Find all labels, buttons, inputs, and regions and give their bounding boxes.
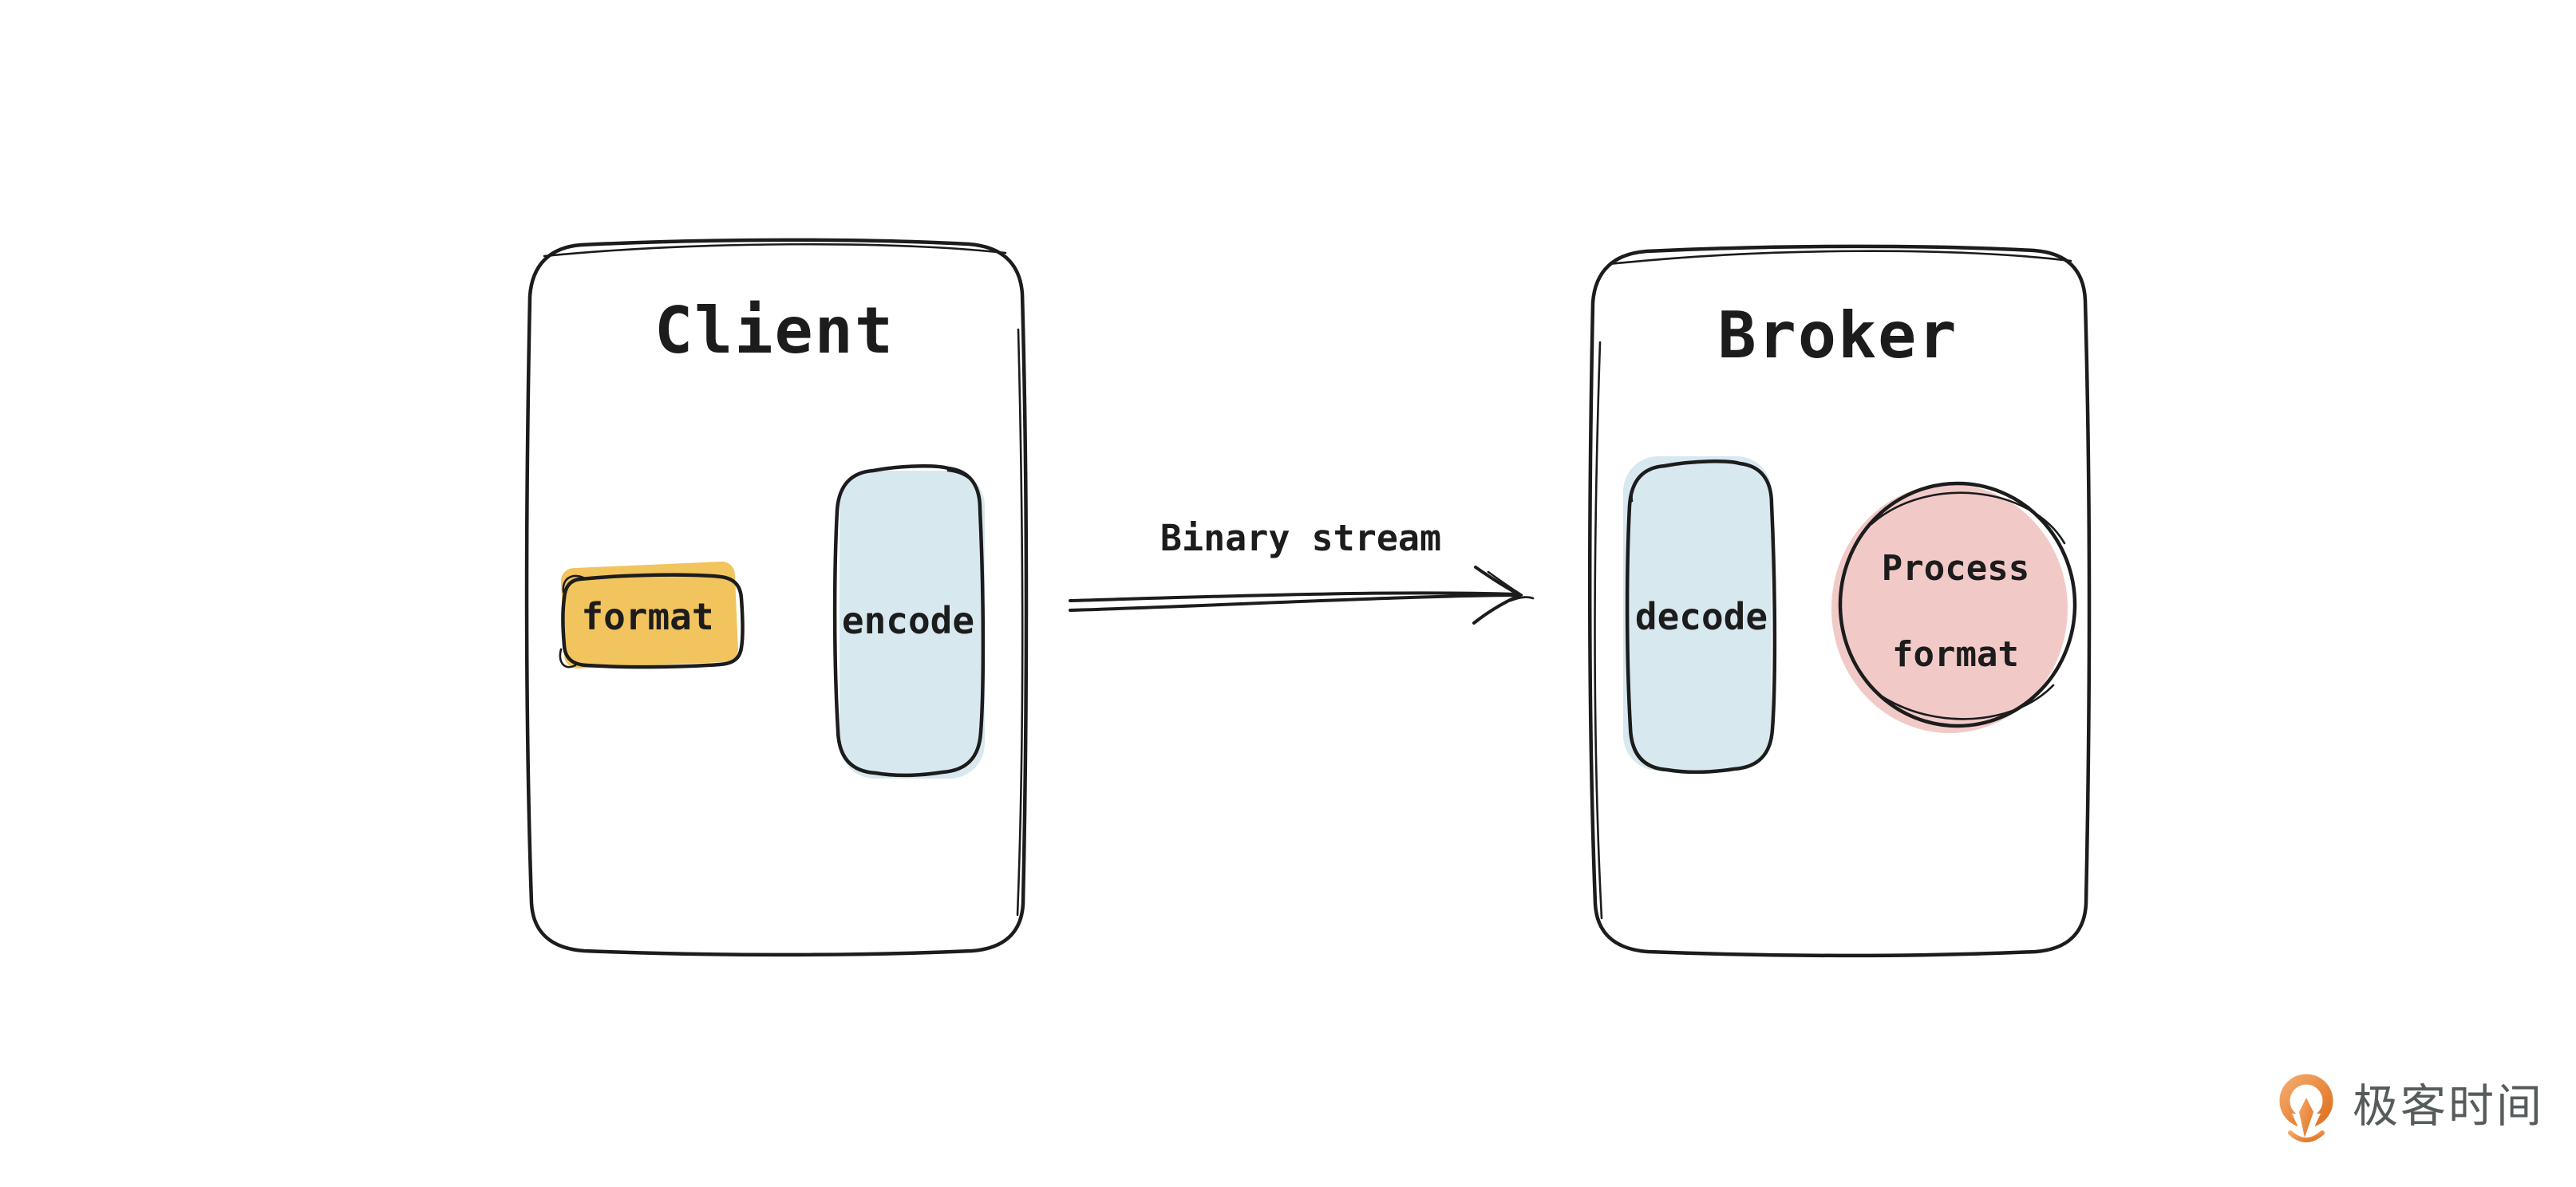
format-shape-outline	[559, 562, 745, 669]
decode-label: decode	[1634, 594, 1768, 638]
binary-stream-arrow	[1065, 562, 1536, 634]
process-format-line2: format	[1892, 634, 2019, 675]
client-box-outline	[524, 238, 1029, 957]
arrow-right-icon	[1069, 566, 1535, 625]
decode-shape-outline	[1623, 456, 1777, 775]
process-format-circle: Process format	[1830, 473, 2081, 736]
decode-shape: decode	[1622, 455, 1781, 778]
format-label: format	[581, 594, 714, 638]
binary-stream-label: Binary stream	[1160, 517, 1442, 559]
client-title: Client	[654, 294, 895, 368]
broker-title: Broker	[1717, 298, 1958, 373]
encode-label: encode	[841, 599, 975, 642]
geektime-logo: 极客时间	[2274, 1067, 2544, 1146]
client-box: Client	[517, 234, 1032, 961]
broker-box-outline	[1587, 244, 2092, 958]
geektime-logo-text: 极客时间	[2353, 1080, 2544, 1132]
format-shape: format	[550, 562, 745, 671]
broker-box: Broker	[1578, 239, 2098, 963]
process-format-line1: Process	[1881, 548, 2030, 589]
encode-shape-outline	[832, 464, 986, 779]
process-format-label: Process format	[1882, 537, 2029, 672]
encode-shape: encode	[828, 461, 988, 780]
geektime-logo-icon	[2279, 1074, 2333, 1144]
process-format-circle-outline	[1831, 481, 2077, 733]
